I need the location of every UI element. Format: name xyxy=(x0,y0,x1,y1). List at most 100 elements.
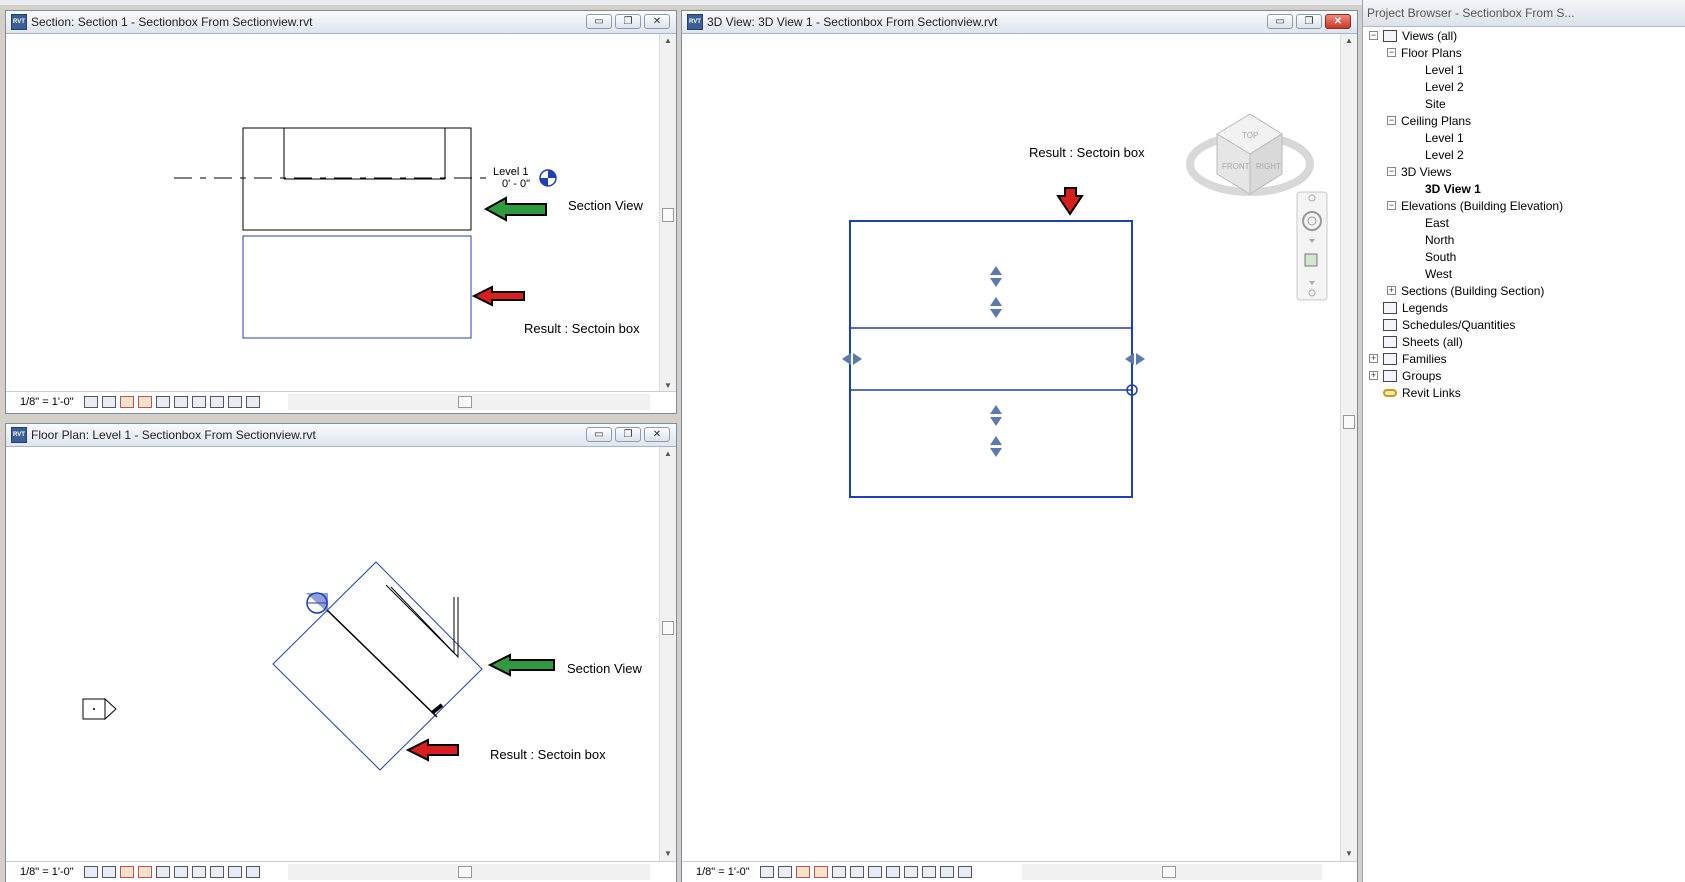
scroll-up-icon[interactable]: ▲ xyxy=(664,36,672,45)
section-drawing-area[interactable]: Level 1 0' - 0" Section View Result : Se… xyxy=(6,34,658,393)
detail-level-icon[interactable] xyxy=(83,866,98,878)
tree-item-north[interactable]: North xyxy=(1425,232,1455,247)
collapse-icon[interactable]: − xyxy=(1387,200,1396,210)
scroll-thumb[interactable] xyxy=(1343,415,1355,429)
show-crop-icon[interactable] xyxy=(173,396,188,408)
highlight-displacement-icon[interactable] xyxy=(957,866,972,878)
scroll-up-icon[interactable]: ▲ xyxy=(1345,36,1353,45)
floorplan-window-titlebar[interactable]: RVT Floor Plan: Level 1 - Sectionbox Fro… xyxy=(6,424,676,447)
crop-view-icon[interactable] xyxy=(155,866,170,878)
restore-button[interactable]: ❐ xyxy=(1296,14,1322,29)
minimize-button[interactable]: ▭ xyxy=(586,427,612,442)
scroll-thumb[interactable] xyxy=(1162,866,1176,878)
tree-item-ceiling-level-2[interactable]: Level 2 xyxy=(1425,147,1464,162)
scroll-thumb[interactable] xyxy=(662,621,674,635)
expand-icon[interactable]: + xyxy=(1369,370,1378,380)
tree-item-west[interactable]: West xyxy=(1425,266,1453,281)
minimize-button[interactable]: ▭ xyxy=(586,14,612,29)
highlight-displacement-icon[interactable] xyxy=(245,396,260,408)
restore-button[interactable]: ❐ xyxy=(615,427,641,442)
temporary-hide-icon[interactable] xyxy=(191,396,206,408)
3d-horizontal-scrollbar[interactable] xyxy=(1022,864,1322,880)
crop-view-icon[interactable] xyxy=(155,396,170,408)
tree-item-floor-level-1[interactable]: Level 1 xyxy=(1425,62,1464,77)
view-scale[interactable]: 1/8" = 1'-0" xyxy=(696,866,750,878)
expand-icon[interactable]: + xyxy=(1369,353,1378,363)
sun-path-icon[interactable] xyxy=(119,396,134,408)
scroll-down-icon[interactable]: ▼ xyxy=(1345,849,1353,858)
tree-item-revit-links[interactable]: Revit Links xyxy=(1383,384,1461,401)
tree-item-site[interactable]: Site xyxy=(1425,96,1446,111)
restore-button[interactable]: ❐ xyxy=(615,14,641,29)
tree-item-families[interactable]: +Families xyxy=(1369,351,1447,366)
sun-path-icon[interactable] xyxy=(795,866,810,878)
show-crop-icon[interactable] xyxy=(173,866,188,878)
crop-view-icon[interactable] xyxy=(849,866,864,878)
tree-item-ceiling-level-1[interactable]: Level 1 xyxy=(1425,130,1464,145)
expand-icon[interactable]: + xyxy=(1387,285,1396,295)
view-scale[interactable]: 1/8" = 1'-0" xyxy=(20,396,74,408)
3d-view-window[interactable]: RVT 3D View: 3D View 1 - Sectionbox From… xyxy=(681,10,1358,882)
lock-3d-view-icon[interactable] xyxy=(885,866,900,878)
show-crop-icon[interactable] xyxy=(867,866,882,878)
collapse-icon[interactable]: − xyxy=(1369,30,1378,40)
view-scale[interactable]: 1/8" = 1'-0" xyxy=(20,866,74,878)
shadows-icon[interactable] xyxy=(137,396,152,408)
tree-item-groups[interactable]: +Groups xyxy=(1369,368,1442,383)
reveal-hidden-icon[interactable] xyxy=(209,396,224,408)
temporary-hide-icon[interactable] xyxy=(191,866,206,878)
minimize-button[interactable]: ▭ xyxy=(1267,14,1293,29)
detail-level-icon[interactable] xyxy=(759,866,774,878)
temporary-hide-icon[interactable] xyxy=(903,866,918,878)
tree-item-ceiling-plans[interactable]: −Ceiling Plans xyxy=(1387,113,1472,128)
tree-item-views-all[interactable]: −Views (all) xyxy=(1369,28,1458,43)
tree-item-south[interactable]: South xyxy=(1425,249,1457,264)
analytical-model-icon[interactable] xyxy=(227,866,242,878)
section-view-window[interactable]: RVT Section: Section 1 - Sectionbox From… xyxy=(5,10,677,414)
tree-item-sections[interactable]: +Sections (Building Section) xyxy=(1387,283,1545,298)
analytical-model-icon[interactable] xyxy=(939,866,954,878)
scroll-thumb[interactable] xyxy=(458,866,472,878)
detail-level-icon[interactable] xyxy=(83,396,98,408)
reveal-hidden-icon[interactable] xyxy=(921,866,936,878)
visual-style-icon[interactable] xyxy=(101,866,116,878)
collapse-icon[interactable]: − xyxy=(1387,47,1396,57)
floorplan-horizontal-scrollbar[interactable] xyxy=(288,864,650,880)
tree-item-3d-view-1[interactable]: 3D View 1 xyxy=(1425,181,1481,196)
scroll-thumb[interactable] xyxy=(662,208,674,222)
scroll-down-icon[interactable]: ▼ xyxy=(664,849,672,858)
tree-item-3d-views[interactable]: −3D Views xyxy=(1387,164,1452,179)
sun-path-icon[interactable] xyxy=(119,866,134,878)
tree-item-schedules[interactable]: Schedules/Quantities xyxy=(1383,316,1515,333)
section-window-titlebar[interactable]: RVT Section: Section 1 - Sectionbox From… xyxy=(6,11,676,34)
visual-style-icon[interactable] xyxy=(777,866,792,878)
tree-item-floor-level-2[interactable]: Level 2 xyxy=(1425,79,1464,94)
highlight-displacement-icon[interactable] xyxy=(245,866,260,878)
tree-item-legends[interactable]: Legends xyxy=(1383,299,1448,316)
scroll-down-icon[interactable]: ▼ xyxy=(664,381,672,390)
visual-style-icon[interactable] xyxy=(101,396,116,408)
collapse-icon[interactable]: − xyxy=(1387,166,1396,176)
rendering-icon[interactable] xyxy=(831,866,846,878)
3d-drawing-area[interactable]: TOP FRONT RIGHT Result : Sectoin box xyxy=(682,34,1339,861)
shadows-icon[interactable] xyxy=(813,866,828,878)
section-horizontal-scrollbar[interactable] xyxy=(288,394,650,410)
scroll-up-icon[interactable]: ▲ xyxy=(664,449,672,458)
reveal-hidden-icon[interactable] xyxy=(209,866,224,878)
analytical-model-icon[interactable] xyxy=(227,396,242,408)
tree-item-floor-plans[interactable]: −Floor Plans xyxy=(1387,45,1462,60)
floor-plan-window[interactable]: RVT Floor Plan: Level 1 - Sectionbox Fro… xyxy=(5,423,677,882)
project-browser[interactable]: Project Browser - Sectionbox From S... −… xyxy=(1362,0,1685,882)
close-button[interactable]: ✕ xyxy=(1325,14,1351,29)
tree-item-elevations[interactable]: −Elevations (Building Elevation) xyxy=(1387,198,1564,213)
tree-item-east[interactable]: East xyxy=(1425,215,1450,230)
close-button[interactable]: ✕ xyxy=(644,14,670,29)
scroll-thumb[interactable] xyxy=(458,396,472,408)
close-button[interactable]: ✕ xyxy=(644,427,670,442)
tree-item-sheets[interactable]: Sheets (all) xyxy=(1383,333,1463,350)
3d-vertical-scrollbar[interactable]: ▲ ▼ xyxy=(1340,34,1357,861)
collapse-icon[interactable]: − xyxy=(1387,115,1396,125)
floorplan-vertical-scrollbar[interactable]: ▲ ▼ xyxy=(659,447,676,861)
3d-window-titlebar[interactable]: RVT 3D View: 3D View 1 - Sectionbox From… xyxy=(682,11,1357,34)
section-vertical-scrollbar[interactable]: ▲ ▼ xyxy=(659,34,676,393)
